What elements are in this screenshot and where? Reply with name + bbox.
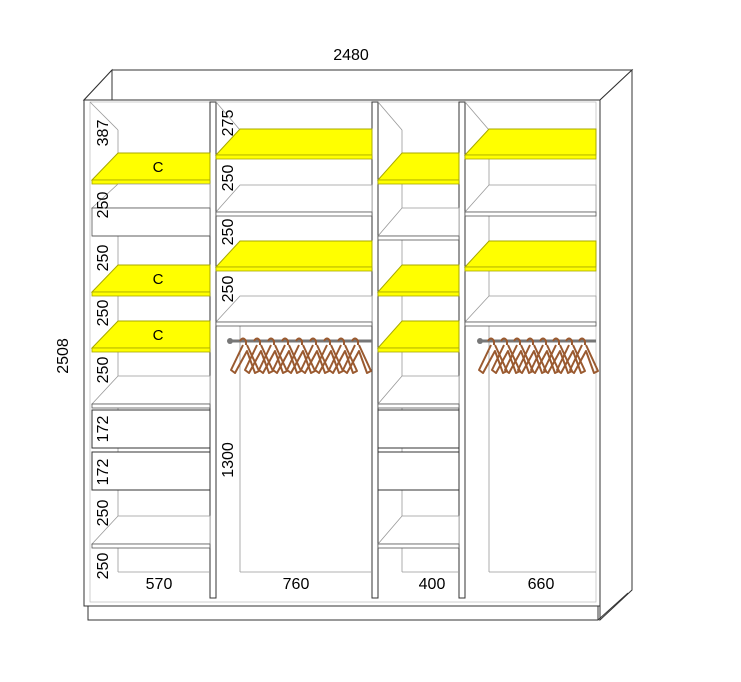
section-width-3: 400 bbox=[419, 576, 446, 593]
drawer-s3-1 bbox=[377, 409, 460, 449]
shelf-label-1: C bbox=[153, 159, 164, 176]
section4-shelves bbox=[463, 128, 597, 327]
s2-height-1: 275 bbox=[220, 110, 237, 137]
shelf-s2-2 bbox=[215, 184, 373, 213]
hangers-section4 bbox=[478, 337, 599, 374]
s1-height-4: 250 bbox=[95, 300, 112, 327]
s2-height-5: 1300 bbox=[220, 442, 237, 478]
s2-height-2: 250 bbox=[220, 165, 237, 192]
section-width-4: 660 bbox=[528, 576, 555, 593]
shelf-s2-4 bbox=[215, 295, 373, 323]
section1-shelves bbox=[90, 152, 211, 549]
divider-2 bbox=[371, 101, 379, 599]
s1-height-3: 250 bbox=[95, 245, 112, 272]
right-side-panel bbox=[599, 68, 633, 622]
overall-width-label: 2480 bbox=[333, 47, 369, 64]
hanger bbox=[328, 337, 358, 374]
divider-2-depth bbox=[377, 101, 403, 131]
plinth-right bbox=[597, 592, 629, 621]
plinth bbox=[87, 605, 599, 621]
hanger bbox=[569, 337, 599, 374]
s1-height-5: 250 bbox=[95, 357, 112, 384]
top-panel bbox=[82, 69, 634, 101]
left-side-panel bbox=[82, 68, 113, 101]
overall-height-label: 2508 bbox=[55, 338, 72, 374]
divider-1-depth bbox=[215, 101, 241, 131]
inner-back bbox=[89, 101, 597, 603]
left-depth bbox=[89, 101, 119, 131]
section-width-2: 760 bbox=[283, 576, 310, 593]
s1-height-6: 172 bbox=[95, 416, 112, 443]
section3-shelves bbox=[376, 152, 460, 549]
shelf-label-2: C bbox=[153, 271, 164, 288]
hanger bbox=[556, 337, 586, 374]
shelf-s2-3 bbox=[214, 240, 373, 268]
s1-height-2: 250 bbox=[95, 192, 112, 219]
shelf-s2-1 bbox=[214, 128, 373, 156]
s1-height-7: 172 bbox=[95, 459, 112, 486]
drawer-s1-2 bbox=[91, 451, 211, 491]
section2-shelves bbox=[214, 128, 373, 327]
s1-height-8: 250 bbox=[95, 500, 112, 527]
hangers-section2 bbox=[230, 337, 372, 374]
shelf-label-3: C bbox=[153, 327, 164, 344]
divider-3-depth bbox=[464, 101, 490, 131]
hanger bbox=[342, 337, 372, 374]
s2-height-3: 250 bbox=[220, 219, 237, 246]
divider-3 bbox=[458, 101, 466, 599]
s1-height-1: 387 bbox=[95, 120, 112, 147]
section-width-1: 570 bbox=[146, 576, 173, 593]
drawer-s1-1 bbox=[91, 409, 211, 449]
s2-height-4: 250 bbox=[220, 276, 237, 303]
divider-1 bbox=[209, 101, 217, 599]
drawer-s3-2 bbox=[377, 451, 460, 491]
s1-height-9: 250 bbox=[95, 553, 112, 580]
